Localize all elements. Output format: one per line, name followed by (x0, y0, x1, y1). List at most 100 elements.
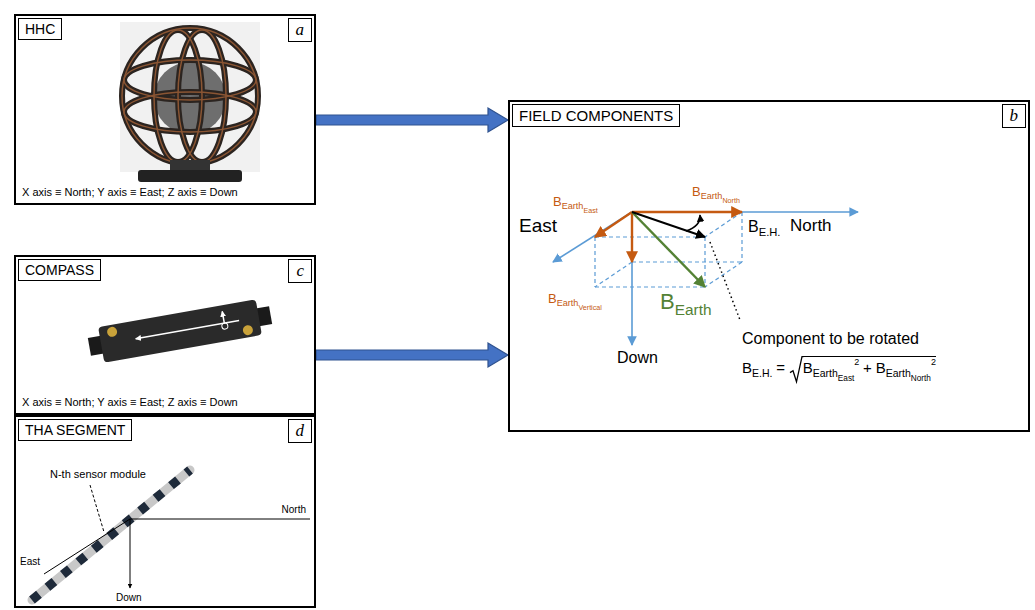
figure-panel: THA SEGMENTd (14, 415, 316, 608)
vector-label: BE.H. (748, 218, 780, 238)
axis-label-part: East (519, 215, 557, 236)
formula-part: Earth (813, 367, 838, 379)
compass-axis-mark (221, 323, 228, 330)
tha-segment (32, 470, 310, 600)
sensor-modules (32, 470, 190, 600)
formula: BE.H.=BEarthEast2+BEarthNorth2 (742, 356, 936, 383)
axis-caption: X axis ≡ North; Y axis ≡ East; Z axis ≡ … (22, 186, 238, 199)
formula-part: B (803, 359, 813, 376)
dashed-line (595, 236, 705, 237)
panel-letter: a (288, 18, 313, 42)
axis-label: Down (116, 592, 142, 603)
vector-label-part: Earth (701, 191, 723, 201)
figure-panel: HHC a X axis ≡ North; Y axis ≡ East; Z axi… (14, 14, 316, 205)
flow-arrow (316, 343, 508, 367)
vector-label: BEarthEast (553, 195, 598, 215)
coil-stand (170, 160, 210, 170)
vector-label-part: B (660, 289, 675, 314)
vector-label-part: B (553, 194, 562, 209)
compass-axis-mark (222, 311, 224, 323)
north-axis (632, 211, 858, 213)
note-label: Component to be rotated (742, 330, 919, 348)
coil-wire (122, 28, 258, 164)
axis-label-part: North (282, 504, 306, 515)
leader-line (90, 485, 104, 532)
dashed-line (595, 286, 705, 287)
coil-ring (122, 28, 258, 164)
dashed-box (595, 212, 742, 287)
axis-label: North (790, 217, 832, 236)
axis-label: Down (617, 349, 658, 367)
vector-label: BEarthVertical (548, 292, 602, 312)
panel-title: FIELD COMPONENTS (512, 104, 680, 127)
horizontal-component (632, 212, 705, 237)
east-component (595, 212, 632, 237)
dashed-line (741, 212, 742, 262)
axis-label-part: Down (617, 349, 658, 366)
panel-title: COMPASS (18, 259, 101, 281)
axis-label-part: North (790, 216, 832, 235)
formula-part: B (876, 359, 886, 376)
field-vectors (553, 212, 858, 345)
vector-label-part: Earth (562, 201, 584, 211)
dashed-line (594, 237, 595, 287)
axis-label: East (519, 216, 557, 237)
vector-label-part: B (748, 218, 759, 235)
flow-arrow (316, 108, 508, 132)
coil-wire (122, 28, 258, 164)
panel-title: HHC (18, 18, 62, 40)
axis-label-part: Down (116, 592, 142, 603)
north-axis (130, 519, 310, 520)
dashed-line (705, 262, 742, 287)
callout-label-part: N-th sensor module (50, 468, 146, 480)
array-rod (32, 470, 190, 600)
radicand: BEarthEast2+BEarthNorth2 (803, 356, 936, 383)
coil-rings (122, 28, 258, 164)
compass-device (86, 297, 273, 364)
radical-stroke (790, 357, 804, 382)
dashed-line (595, 262, 632, 287)
vector-label-part: East (583, 207, 597, 215)
compass-screw (242, 324, 254, 336)
dashed-line (632, 261, 742, 262)
helmholtz-coil (120, 22, 260, 182)
coil-wire (124, 60, 256, 100)
photo-ground (120, 22, 260, 172)
note-label-part: Component to be rotated (742, 330, 919, 347)
vector-label-part: Vertical (578, 304, 601, 312)
coil-ring (124, 92, 256, 132)
axis-label: North (282, 504, 306, 515)
vector-label-part: B (692, 184, 701, 199)
north-component (632, 211, 742, 213)
vector-label-part: Earth (675, 301, 712, 318)
dashed-line (705, 212, 742, 237)
formula-part: B (742, 359, 752, 376)
leader-line (710, 242, 740, 320)
formula-part: 2 (854, 357, 859, 367)
axis-caption: X axis ≡ North; Y axis ≡ East; Z axis ≡ … (22, 396, 238, 409)
connector-layer (316, 108, 508, 367)
compass-body (98, 299, 262, 362)
formula-part: E.H. (752, 367, 772, 379)
coil-wire (124, 92, 256, 132)
formula-part: East (838, 374, 855, 383)
axis-label: East (20, 556, 40, 567)
panel-letter: c (288, 259, 312, 283)
east-axis (553, 212, 632, 262)
vertical-component (631, 212, 633, 262)
radical-sign (790, 356, 804, 383)
vector-label: BEarth (660, 290, 711, 318)
down-axis (631, 212, 633, 345)
down-axis (130, 519, 131, 588)
figure-panel: FIELD COMPONENTSb (508, 100, 1030, 432)
formula-part: + (863, 359, 872, 376)
axis-label-part: East (20, 556, 40, 567)
formula-part: = (776, 359, 785, 376)
vector-label-part: Earth (557, 298, 579, 308)
vector-label-part: B (548, 291, 557, 306)
earth-field-vector (632, 212, 705, 287)
coil-base (138, 170, 242, 182)
